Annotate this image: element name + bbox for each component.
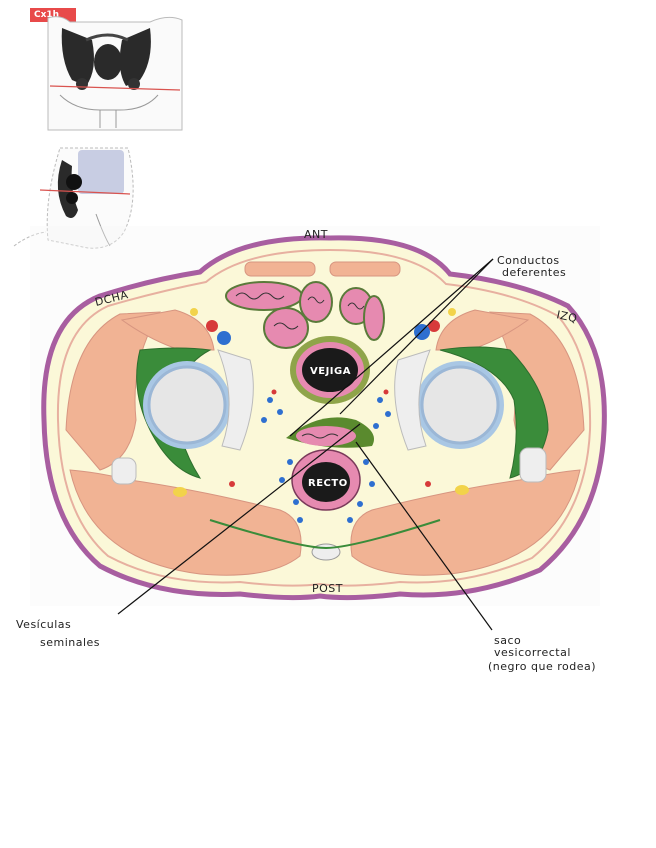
axial-section — [30, 226, 604, 606]
left-femoral-artery — [428, 320, 440, 332]
anterior-label: ANT — [304, 228, 328, 241]
rectum-label: RECTO — [308, 478, 348, 489]
bladder-label: VEJIGA — [310, 366, 351, 377]
right-femoral-artery — [206, 320, 218, 332]
seminal-vesicles-label-1: Vesículas — [16, 618, 71, 631]
frontal-thumbnail — [48, 17, 182, 130]
sacrum-shape — [94, 44, 122, 80]
rectovesical-sac-label-2: vesicorrectal — [494, 646, 571, 659]
right-femoral-vein — [217, 331, 231, 345]
posterior-label: POST — [312, 582, 343, 595]
seminal-vesicles-label-2: seminales — [40, 636, 100, 649]
vas-deferens-label-2: deferentes — [502, 266, 566, 279]
sagittal-bladder-shape — [78, 150, 124, 194]
rectovesical-sac-label-3: (negro que rodea) — [488, 660, 596, 673]
